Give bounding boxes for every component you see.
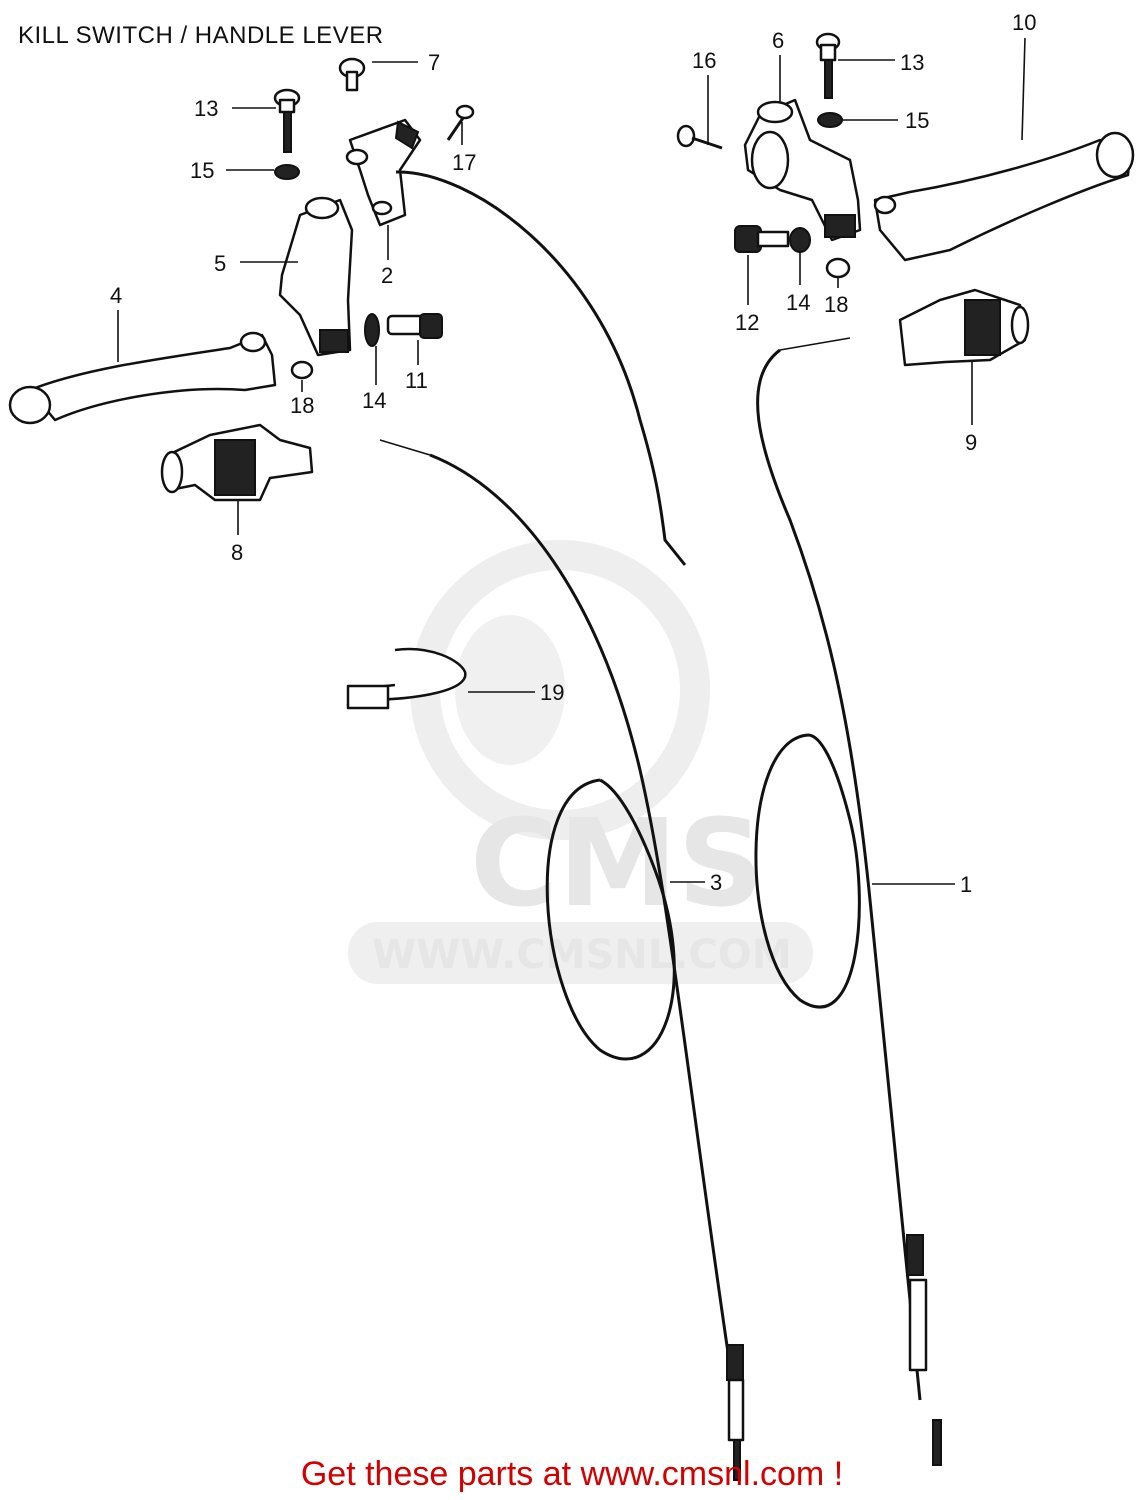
callout-11: 11 bbox=[405, 368, 428, 393]
part-9-switch-right bbox=[898, 288, 1030, 367]
callout-1: 1 bbox=[960, 872, 972, 897]
diagram-title: KILL SWITCH / HANDLE LEVER bbox=[18, 22, 384, 49]
part-8-switch-left bbox=[160, 423, 314, 502]
callout-13-right: 13 bbox=[900, 50, 924, 75]
watermark-url: WWW.CMSNL.COM bbox=[372, 932, 792, 978]
part-18-nut-right bbox=[825, 257, 851, 279]
part-2-kill-switch bbox=[345, 118, 422, 227]
callout-16: 16 bbox=[692, 48, 716, 73]
part-7-screw bbox=[338, 57, 366, 92]
part-15-washer-right bbox=[817, 112, 843, 128]
part-4-clutch-lever bbox=[8, 331, 277, 425]
callout-labels: 7 13 15 17 2 5 4 18 14 11 8 16 6 13 15 1… bbox=[110, 10, 1036, 897]
callout-19: 19 bbox=[540, 680, 564, 705]
footer-link[interactable]: Get these parts at www.cmsnl.com ! bbox=[300, 1455, 844, 1493]
part-19-cable-clamp bbox=[346, 647, 467, 710]
part-3-clutch-cable bbox=[379, 439, 745, 1481]
part-11-adjuster bbox=[386, 313, 443, 339]
part-6-lever-bracket bbox=[743, 98, 862, 242]
callout-5: 5 bbox=[214, 251, 226, 276]
callout-13-left: 13 bbox=[194, 96, 218, 121]
callout-12: 12 bbox=[735, 310, 759, 335]
cmsnl-watermark: CMS WWW.CMSNL.COM bbox=[348, 540, 813, 984]
part-10-brake-lever bbox=[873, 131, 1135, 262]
part-13-bolt-left bbox=[273, 88, 301, 153]
callout-3: 3 bbox=[710, 870, 722, 895]
callout-4: 4 bbox=[110, 283, 122, 308]
callout-10: 10 bbox=[1012, 10, 1036, 35]
part-16-screw bbox=[676, 124, 723, 150]
part-15-washer-left bbox=[274, 164, 300, 180]
callout-15-right: 15 bbox=[905, 108, 929, 133]
kill-switch-wire bbox=[395, 170, 687, 566]
part-14-locknut-left bbox=[364, 313, 380, 347]
callout-18-right: 18 bbox=[824, 292, 848, 317]
part-5-lever-bracket bbox=[278, 196, 354, 357]
callout-7: 7 bbox=[428, 50, 440, 75]
part-13-bolt-right bbox=[815, 32, 841, 99]
callout-14-left: 14 bbox=[362, 388, 386, 413]
part-14-locknut-right bbox=[789, 227, 811, 253]
callout-9: 9 bbox=[965, 430, 977, 455]
callout-14-right: 14 bbox=[786, 290, 810, 315]
callout-lines bbox=[117, 37, 1026, 885]
part-12-adjuster bbox=[734, 225, 790, 253]
watermark-logo: CMS bbox=[470, 795, 764, 934]
part-18-nut-left bbox=[290, 360, 314, 380]
callout-17: 17 bbox=[452, 150, 476, 175]
callout-2: 2 bbox=[381, 263, 393, 288]
callout-8: 8 bbox=[231, 540, 243, 565]
part-1-brake-cable bbox=[754, 337, 942, 1466]
callout-18-left: 18 bbox=[290, 393, 314, 418]
callout-15-left: 15 bbox=[190, 158, 214, 183]
part-17-screw bbox=[446, 104, 475, 141]
callout-6: 6 bbox=[772, 28, 784, 53]
